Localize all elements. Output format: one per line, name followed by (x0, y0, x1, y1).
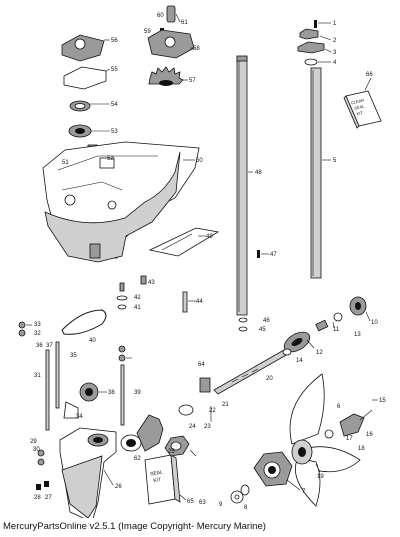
callout-37: 37 (46, 343, 53, 349)
callout-44: 44 (196, 299, 203, 305)
callout-27: 27 (45, 495, 52, 501)
propeller-shaft-20 (213, 349, 289, 395)
callout-38: 38 (108, 390, 115, 396)
copyright-caption: MercuryPartsOnline v2.5.1 (Image Copyrig… (3, 521, 266, 532)
callout-6: 6 (337, 404, 341, 410)
seal-kit-label: SEAL KIT (150, 469, 164, 484)
seal-kit-label-line-2: KIT (153, 477, 162, 484)
callout-62: 62 (134, 456, 141, 462)
callout-32: 32 (34, 331, 41, 337)
callout-33: 33 (34, 322, 41, 328)
callout-15: 15 (379, 398, 386, 404)
callout-51: 51 (62, 160, 69, 166)
part-group-top-right (297, 20, 332, 66)
callout-23: 23 (204, 424, 211, 430)
part-group-fasteners-middle (116, 250, 269, 332)
callout-30: 30 (33, 447, 40, 453)
part-group-water-pump (147, 5, 195, 86)
callout-52: 52 (107, 156, 114, 162)
shift-shaft-48 (236, 55, 253, 316)
seal-kit-box (144, 454, 187, 505)
callout-60: 60 (157, 13, 164, 19)
callout-57: 57 (189, 78, 196, 84)
callout-20: 20 (266, 376, 273, 382)
part-group-upper-left (61, 34, 111, 159)
callout-12: 12 (316, 350, 323, 356)
gear-housing-lower (59, 427, 117, 518)
part-group-fasteners-lower-left (36, 449, 49, 490)
part-group-reverse-gear (164, 435, 197, 457)
parts-diagram: 1 2 3 4 5 6 7 8 9 10 11 12 13 14 15 16 1… (18, 5, 386, 518)
callout-28: 28 (34, 495, 41, 501)
callout-66: 66 (366, 72, 373, 78)
bearing-kit-label: CLEAR SEAL KIT (350, 97, 366, 116)
callout-5: 5 (333, 158, 337, 164)
callout-31: 31 (34, 373, 41, 379)
anti-ventilation-plate (148, 227, 220, 257)
callout-labels: 1 2 3 4 5 6 7 8 9 10 11 12 13 14 15 16 1… (30, 13, 386, 511)
part-group-bearing-38 (63, 382, 107, 419)
callout-48: 48 (255, 170, 262, 176)
callout-19: 19 (317, 474, 324, 480)
callout-43: 43 (148, 280, 155, 286)
callout-18: 18 (358, 446, 365, 452)
callout-2: 2 (333, 38, 337, 44)
callout-50: 50 (196, 158, 203, 164)
callout-34: 34 (76, 414, 83, 420)
callout-41: 41 (134, 305, 141, 311)
callout-35: 35 (70, 353, 77, 359)
callout-16: 16 (366, 432, 373, 438)
part-group-forward-gear (282, 296, 371, 356)
callout-11: 11 (333, 327, 340, 333)
callout-4: 4 (333, 60, 337, 66)
callout-54: 54 (111, 102, 118, 108)
callout-7: 7 (302, 489, 306, 495)
o-ring-40 (61, 309, 107, 335)
callout-46: 46 (263, 318, 270, 324)
bearing-kit-label-line-2: SEAL (354, 103, 366, 110)
bearing-kit-label-line-1: CLEAR (350, 97, 364, 105)
callout-49: 49 (206, 234, 213, 240)
callout-53: 53 (111, 129, 118, 135)
callout-61: 61 (181, 20, 188, 26)
callout-65: 65 (187, 499, 194, 505)
bearing-carrier-7 (253, 451, 301, 491)
part-group-pinion-gears (120, 377, 212, 452)
part-group-studs-left (18, 321, 132, 431)
callout-39: 39 (134, 390, 141, 396)
bearing-kit-label-line-3: KIT (356, 110, 364, 116)
callout-29: 29 (30, 439, 37, 445)
callout-25: 25 (168, 449, 175, 455)
callout-59: 59 (144, 29, 151, 35)
bearing-kit-box (343, 77, 382, 129)
callout-24: 24 (189, 424, 196, 430)
callout-9: 9 (219, 502, 223, 508)
drive-shaft-5 (310, 67, 331, 279)
callout-14: 14 (296, 358, 303, 364)
callout-13: 13 (354, 332, 361, 338)
callout-1: 1 (333, 21, 337, 27)
part-group-seal-washers (230, 484, 250, 504)
callout-26: 26 (115, 484, 122, 490)
propeller-19 (289, 373, 361, 507)
callout-17: 17 (346, 436, 353, 442)
callout-22: 22 (209, 408, 216, 414)
seal-kit-label-line-1: SEAL (150, 469, 164, 477)
part-group-prop-nut (324, 399, 378, 439)
callout-58: 58 (193, 46, 200, 52)
callout-21: 21 (222, 402, 229, 408)
callout-10: 10 (371, 320, 378, 326)
callout-36: 36 (36, 343, 43, 349)
callout-64: 64 (198, 362, 205, 368)
callout-56: 56 (111, 38, 118, 44)
callout-8: 8 (244, 505, 248, 511)
callout-45: 45 (259, 327, 266, 333)
callout-40: 40 (89, 338, 96, 344)
callout-55: 55 (111, 67, 118, 73)
callout-3: 3 (333, 50, 337, 56)
callout-42: 42 (134, 295, 141, 301)
gear-housing-upper (42, 141, 200, 263)
callout-63: 63 (199, 500, 206, 506)
callout-47: 47 (270, 252, 277, 258)
